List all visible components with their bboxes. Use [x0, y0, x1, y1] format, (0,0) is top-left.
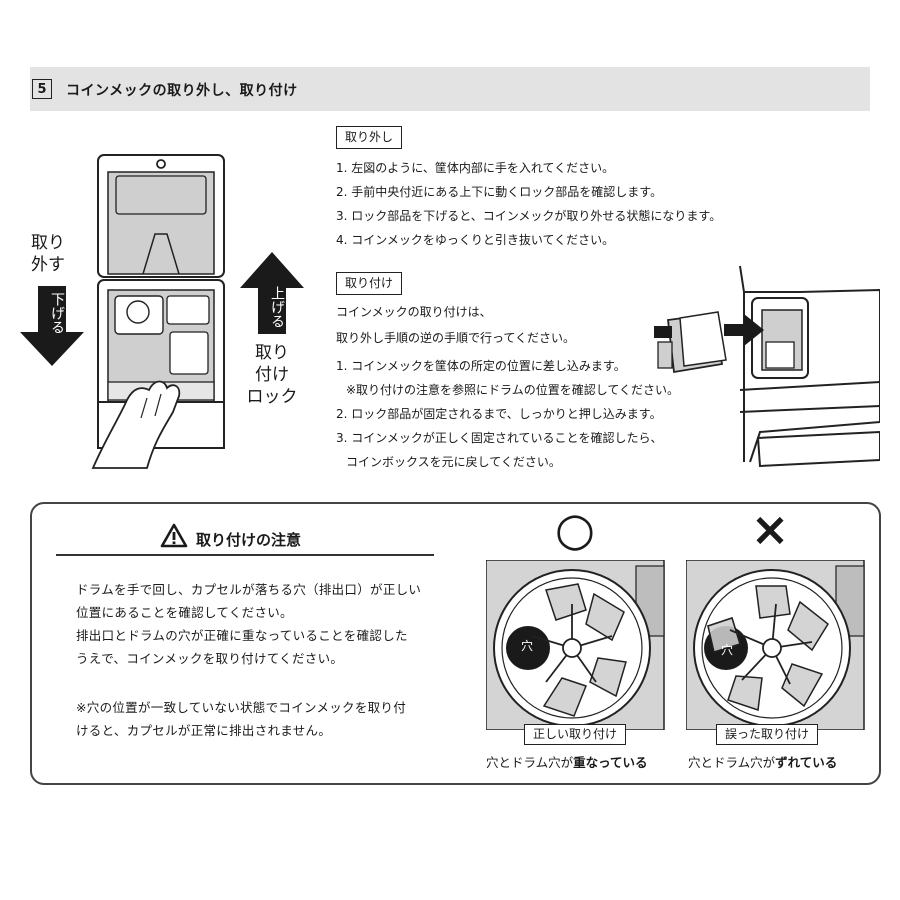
caution-title: 取り付けの注意	[196, 531, 302, 549]
wrong-note: 穴とドラム穴がずれている	[688, 752, 837, 771]
section-header-band	[30, 67, 870, 111]
correct-hole-label: 穴	[520, 639, 533, 653]
wrong-note-plain: 穴とドラム穴が	[688, 755, 776, 770]
arrow-down-icon	[20, 286, 84, 366]
caution-note-line-2: けると、カプセルが正常に排出されません。	[76, 723, 332, 738]
correct-note-plain: 穴とドラム穴が	[486, 755, 574, 770]
wrong-hole-label: 穴	[720, 643, 733, 657]
installation-step-2: 2. ロック部品が固定されるまで、しっかりと押し込みます。	[336, 407, 662, 421]
warning-triangle-icon	[160, 523, 188, 548]
arrow-right-icon	[724, 314, 764, 346]
removal-step-3: 3. ロック部品を下げると、コインメックが取り外せる状態になります。	[336, 209, 722, 223]
caution-line-4: うえで、コインメックを取り付けてください。	[76, 651, 344, 666]
drum-correct-illustration	[486, 560, 665, 730]
installation-step-3: 3. コインメックが正しく固定されていることを確認したら、	[336, 431, 663, 445]
removal-heading: 取り外し	[336, 126, 403, 149]
arrow-up-icon	[240, 252, 304, 334]
lock-label-line-3: ロック	[246, 387, 298, 407]
down-arrow-text: 下げる	[49, 292, 65, 334]
remove-label-line-1: 取り	[31, 233, 65, 253]
up-arrow-text: 上げる	[269, 286, 285, 328]
wrong-note-bold: ずれている	[775, 755, 838, 770]
wrong-symbol: ×	[750, 502, 790, 556]
section-number: 5	[32, 79, 52, 99]
correct-symbol: ○	[554, 502, 596, 556]
correct-note: 穴とドラム穴が重なっている	[486, 752, 648, 771]
lock-label-line-2: 付け	[255, 365, 289, 385]
caution-panel	[30, 502, 881, 785]
installation-step-1: 1. コインメックを筐体の所定の位置に差し込みます。	[336, 359, 626, 373]
installation-heading: 取り付け	[336, 272, 403, 295]
correct-note-bold: 重なっている	[573, 755, 648, 770]
caution-divider	[56, 554, 434, 556]
caution-line-1: ドラムを手で回し、カプセルが落ちる穴（排出口）が正しい	[76, 582, 422, 597]
machine-front-illustration	[91, 154, 225, 469]
correct-caption: 正しい取り付け	[524, 724, 627, 745]
installation-step-3-cont: コインボックスを元に戻してください。	[346, 455, 561, 469]
removal-step-2: 2. 手前中央付近にある上下に動くロック部品を確認します。	[336, 185, 663, 199]
installation-step-1-note: ※取り付けの注意を参照にドラムの位置を確認してください。	[346, 383, 679, 397]
removal-step-4: 4. コインメックをゆっくりと引き抜いてください。	[336, 233, 615, 247]
caution-line-2: 位置にあることを確認してください。	[76, 605, 293, 620]
caution-line-3: 排出口とドラムの穴が正確に重なっていることを確認した	[76, 628, 408, 643]
wrong-caption: 誤った取り付け	[716, 724, 819, 745]
removal-step-1: 1. 左図のように、筐体内部に手を入れてください。	[336, 161, 615, 175]
remove-label-line-2: 外す	[31, 255, 65, 275]
coin-mech-insertion-illustration	[654, 265, 880, 468]
installation-intro-1: コインメックの取り付けは、	[336, 305, 492, 319]
section-title: コインメックの取り外し、取り付け	[66, 83, 298, 99]
lock-label-line-1: 取り	[255, 343, 289, 363]
caution-note-line-1: ※穴の位置が一致していない状態でコインメックを取り付	[76, 700, 407, 715]
installation-intro-2: 取り外し手順の逆の手順で行ってください。	[336, 331, 576, 345]
drum-wrong-illustration	[686, 560, 865, 730]
